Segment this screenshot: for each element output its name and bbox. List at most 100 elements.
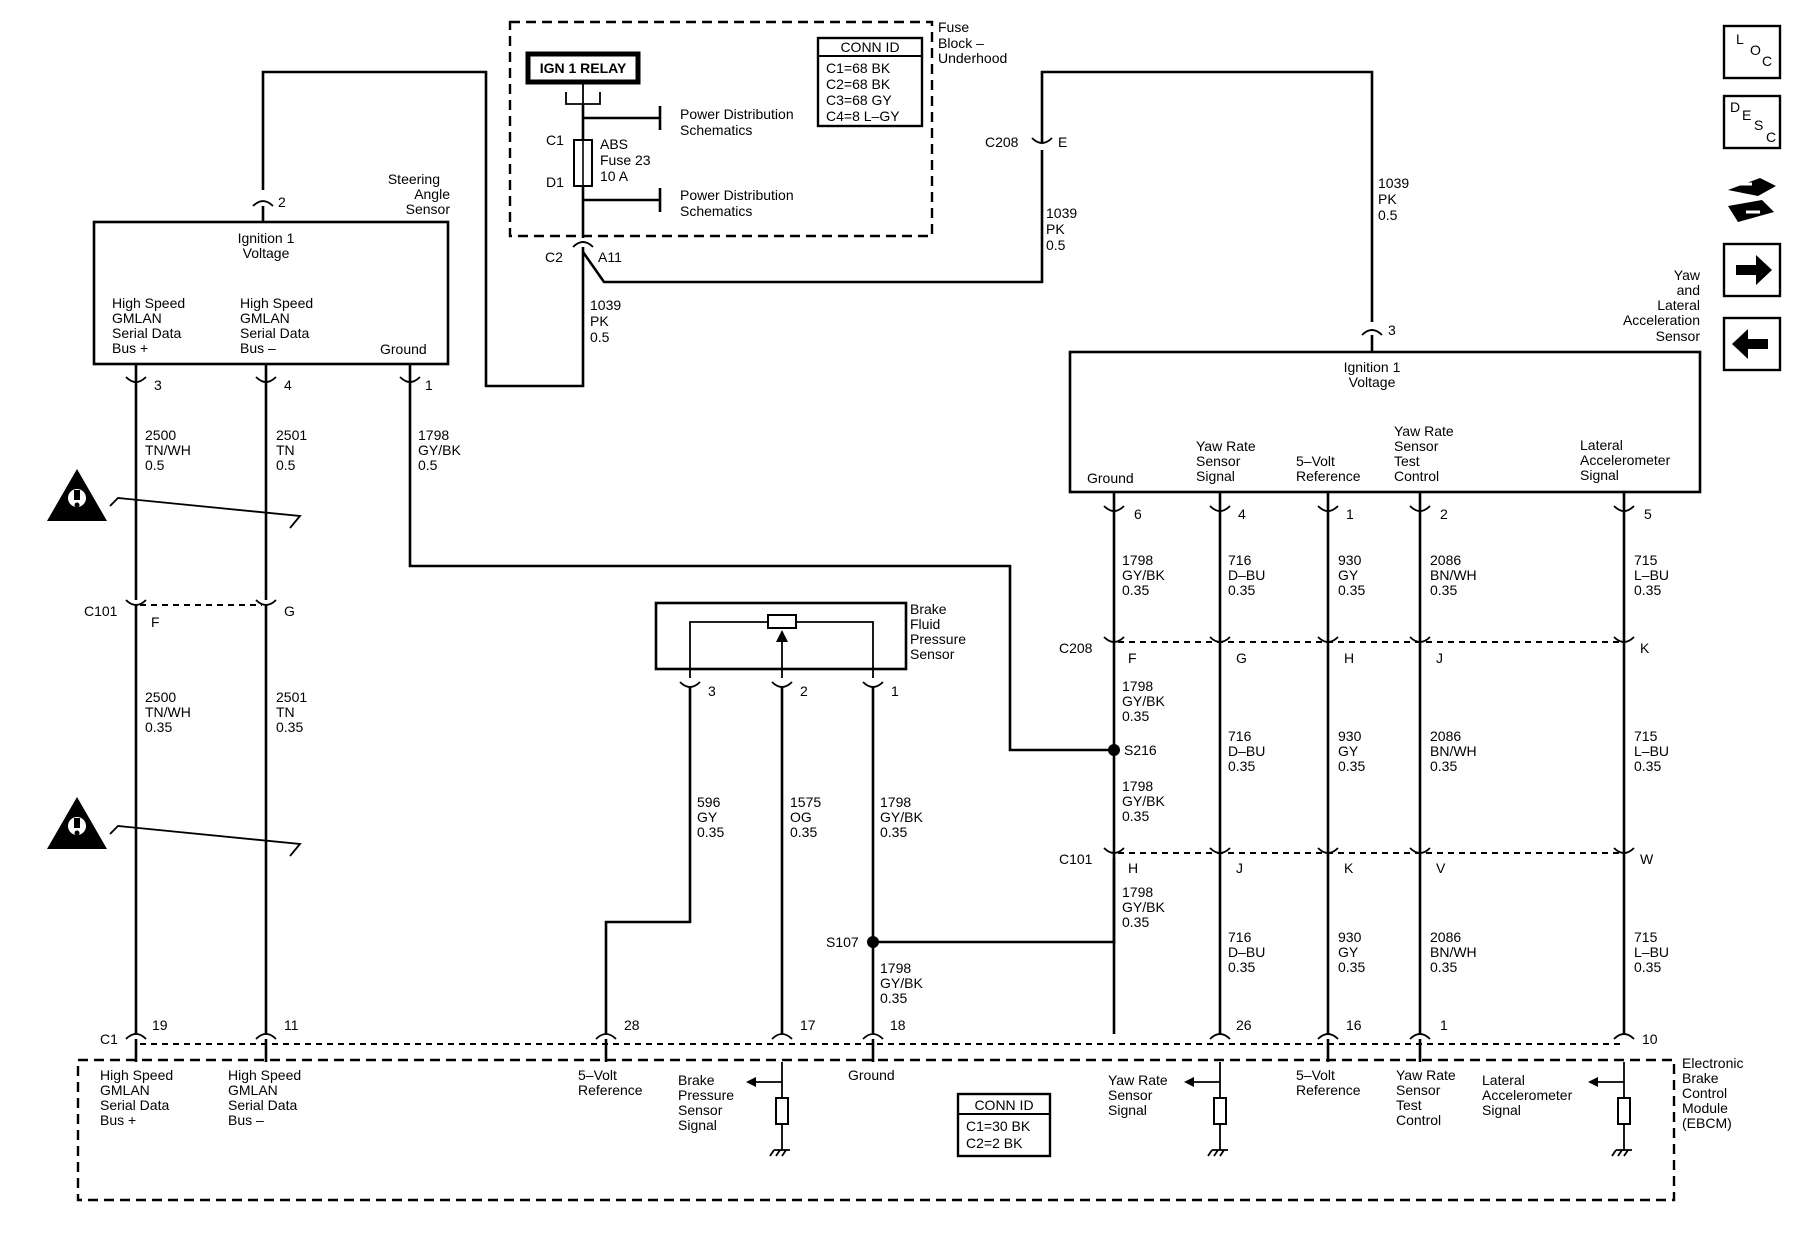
- ebcm-yaw-test: Yaw Rate: [1396, 1067, 1456, 1083]
- next-page-button[interactable]: [1722, 242, 1782, 298]
- wire-label: GY/BK: [1122, 899, 1165, 915]
- yaw-wire-labels-row3: 1798 GY/BK 0.35 716 D–BU 0.35 930 GY 0.3…: [1122, 884, 1669, 975]
- c101-pin-v: [1409, 847, 1431, 854]
- brake-sensor-title: Pressure: [910, 631, 966, 647]
- wire-label: 2501: [276, 689, 307, 705]
- yaw-lat-label: Signal: [1580, 467, 1619, 483]
- brake-pin-label: 3: [708, 683, 716, 699]
- brake-pin-label: 2: [800, 683, 808, 699]
- power-dist-branch-2: [583, 188, 662, 212]
- ebcm-title: Control: [1682, 1085, 1727, 1101]
- wire-label: D–BU: [1228, 567, 1265, 583]
- yaw-pin-label: 2: [1440, 506, 1448, 522]
- ebcm-title: Brake: [1682, 1070, 1719, 1086]
- ebcm-c1-label: C1: [100, 1031, 118, 1047]
- wire-label: 0.35: [1338, 758, 1365, 774]
- wire-label: 0.35: [880, 824, 907, 840]
- a11-label: A11: [598, 249, 622, 265]
- connector-view-button[interactable]: [1728, 178, 1776, 222]
- ebcm-brake-sig: Pressure: [678, 1087, 734, 1103]
- yaw-test-label: Yaw Rate: [1394, 423, 1454, 439]
- c208-right-pin: G: [1236, 650, 1247, 666]
- caution-icon: [47, 469, 107, 521]
- ebcm-hs-plus: Bus +: [100, 1112, 136, 1128]
- conn-id-title: CONN ID: [840, 39, 899, 55]
- wire-label: BN/WH: [1430, 567, 1477, 583]
- ebcm-pin-label: 19: [152, 1017, 168, 1033]
- loc-button[interactable]: L O C: [1722, 24, 1782, 80]
- wire-label: BN/WH: [1430, 743, 1477, 759]
- loc-letter: L: [1736, 31, 1744, 47]
- yaw-pin-top: 3: [1388, 322, 1396, 338]
- yaw-pin-label: 6: [1134, 506, 1142, 522]
- twisted-pair-marker-1: [109, 497, 302, 529]
- steering-hs-plus: Serial Data: [112, 325, 181, 341]
- c101-right-label: C101: [1059, 851, 1093, 867]
- power-dist-2-label: Power Distribution: [680, 187, 794, 203]
- c101-right-pin: H: [1128, 860, 1138, 876]
- wire-label: 1039: [590, 297, 621, 313]
- connector-icon: [1728, 178, 1776, 222]
- wire-label: 0.35: [1430, 582, 1457, 598]
- loc-letter: O: [1750, 42, 1761, 58]
- ebcm-yaw-sig: Sensor: [1108, 1087, 1153, 1103]
- wire-label: 2086: [1430, 929, 1461, 945]
- ebcm-title: Module: [1682, 1100, 1728, 1116]
- wire-label: 0.5: [145, 457, 165, 473]
- ebcm-pin-label: 1: [1440, 1017, 1448, 1033]
- desc-button[interactable]: D E S C: [1722, 94, 1782, 150]
- wire-label: 0.35: [1634, 959, 1661, 975]
- steering-hs-minus: Serial Data: [240, 325, 309, 341]
- wire-label: PK: [590, 313, 609, 329]
- ebcm-vref-a: 5–Volt: [578, 1067, 617, 1083]
- ebcm-pin-label: 10: [1642, 1031, 1658, 1047]
- yaw-lateral-sensor: Yaw and Lateral Acceleration Sensor 3 Ig…: [1068, 267, 1702, 522]
- yaw-title: Sensor: [1656, 328, 1701, 344]
- conn-id-line: C1=68 BK: [826, 60, 891, 76]
- yaw-lat-label: Lateral: [1580, 437, 1623, 453]
- steering-hs-minus: GMLAN: [240, 310, 290, 326]
- steering-pin-label: 1: [425, 377, 433, 393]
- wire-label: 930: [1338, 552, 1362, 568]
- ebcm-pin-label: 26: [1236, 1017, 1252, 1033]
- wire-label: 1798: [1122, 678, 1153, 694]
- fuse-c1-label: C1: [546, 132, 564, 148]
- yaw-pin-label: 5: [1644, 506, 1652, 522]
- wire-596: [604, 686, 692, 1034]
- wire-label: OG: [790, 809, 812, 825]
- wire-label: 0.35: [1338, 959, 1365, 975]
- wire-label: L–BU: [1634, 944, 1669, 960]
- steering-hs-plus: Bus +: [112, 340, 148, 356]
- ebcm-vref-b: Reference: [1296, 1082, 1361, 1098]
- wire-label: 1798: [1122, 552, 1153, 568]
- ebcm-title: Electronic: [1682, 1055, 1743, 1071]
- caution-icon: [47, 797, 107, 849]
- wire-label: 0.35: [145, 719, 172, 735]
- wire-label: GY: [697, 809, 718, 825]
- wire-label: 716: [1228, 552, 1252, 568]
- ebcm-lat-sig: Signal: [1482, 1102, 1521, 1118]
- ebcm-lat-sig: Accelerometer: [1482, 1087, 1573, 1103]
- previous-page-button[interactable]: [1722, 316, 1782, 372]
- wire-label: 715: [1634, 552, 1658, 568]
- wire-label: PK: [1378, 191, 1397, 207]
- wire-label: GY/BK: [880, 975, 923, 991]
- steering-hs-minus: Bus –: [240, 340, 276, 356]
- s107-label: S107: [826, 934, 859, 950]
- c101-left-pin: F: [151, 614, 160, 630]
- wire-label: TN: [276, 704, 295, 720]
- ebcm-hs-minus: GMLAN: [228, 1082, 278, 1098]
- wire-label: 0.5: [1378, 207, 1398, 223]
- ebcm-hs-plus: GMLAN: [100, 1082, 150, 1098]
- c2-connector: [572, 241, 594, 248]
- wire-label: 930: [1338, 728, 1362, 744]
- wire-label: 715: [1634, 728, 1658, 744]
- wire-label: 0.35: [1228, 758, 1255, 774]
- conn-id-line: C2=68 BK: [826, 76, 891, 92]
- ebcm-pin-label: 11: [284, 1017, 299, 1033]
- loc-letter: C: [1762, 53, 1772, 69]
- c208-right-pin: H: [1344, 650, 1354, 666]
- fuse-block-title-2: Block –: [938, 35, 984, 51]
- ebcm-pin-17: [771, 1033, 793, 1040]
- yaw-sensor-box: [1068, 350, 1702, 494]
